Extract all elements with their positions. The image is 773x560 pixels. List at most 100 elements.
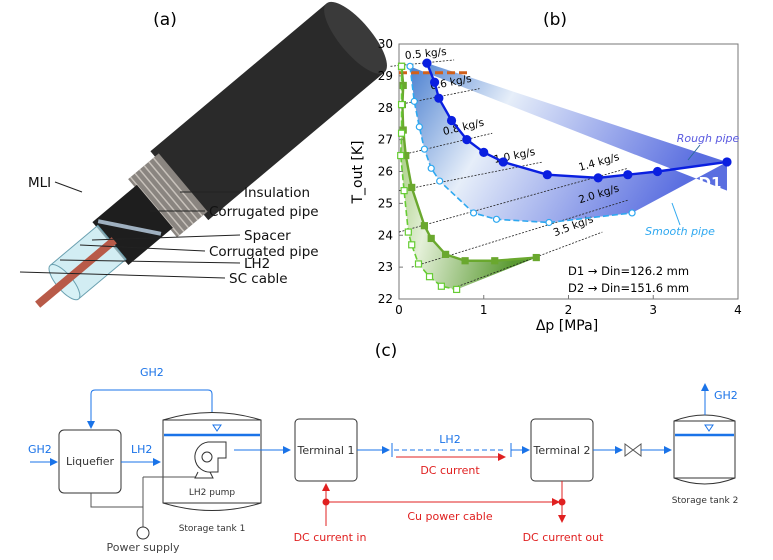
cable-illustration: [35, 1, 387, 308]
data-point: [436, 177, 444, 185]
annotation-d1-diameter: D1 → Din=126.2 mm: [568, 264, 689, 278]
panel-b-label: (b): [543, 10, 567, 30]
gh2-outlet-label: GH2: [714, 389, 738, 402]
callout-sc-cable: SC cable: [229, 271, 288, 287]
callout-corrugated-pipe-outer: Corrugated pipe: [209, 204, 319, 220]
spacer: [97, 219, 162, 236]
gh2-return-label: GH2: [140, 366, 164, 379]
y-axis-label: T_out [K]: [350, 140, 366, 204]
x-tick-label: 3: [649, 303, 657, 317]
mass-flow-label: 0.5 kg/s: [404, 46, 447, 62]
data-point: [420, 145, 429, 153]
y-tick-label: 26: [378, 165, 393, 179]
data-point: [437, 282, 445, 290]
series-line-1: [409, 66, 633, 224]
mass-flow-label: 1.4 kg/s: [577, 151, 620, 174]
data-point: [400, 187, 408, 195]
data-point: [492, 215, 501, 223]
liquefier-box: [58, 429, 122, 494]
lh2-pump-label: LH2 pump: [189, 488, 236, 498]
y-tick-label: 28: [378, 101, 393, 115]
annotation-d2-diameter: D2 → Din=151.6 mm: [568, 281, 689, 295]
y-tick-label: 30: [378, 37, 393, 51]
x-tick-label: 4: [734, 303, 742, 317]
data-point: [425, 273, 434, 281]
data-point: [542, 170, 552, 180]
storage-tank-2-label: Storage tank 2: [672, 496, 739, 506]
data-point: [498, 157, 508, 167]
data-point: [415, 123, 423, 131]
data-point: [532, 253, 540, 262]
mass-flow-line: [453, 231, 603, 289]
lh2-line-label: LH2: [439, 433, 460, 446]
x-axis-label: Δp [MPa]: [536, 318, 598, 334]
data-point: [722, 157, 732, 167]
data-point: [397, 129, 406, 137]
dc-current-out-label: DC current out: [523, 531, 605, 544]
terminal-1-label: Terminal 1: [297, 444, 355, 457]
rough-pipe-pointer: [687, 144, 701, 161]
valve-icon: [624, 443, 642, 457]
data-point: [408, 183, 416, 192]
pump-icon: [194, 441, 227, 479]
terminal-1-box: [294, 418, 358, 482]
terminal-2-label: Terminal 2: [533, 444, 591, 457]
annotation-d2: D2: [507, 267, 530, 285]
x-tick-label: 0: [395, 303, 403, 317]
data-point: [623, 170, 633, 180]
y-tick-label: 22: [378, 292, 393, 306]
dc-current-label: DC current: [420, 464, 480, 477]
mass-flow-line: [411, 199, 628, 268]
data-point: [427, 234, 435, 243]
d1-band: [410, 63, 727, 223]
data-point: [420, 222, 429, 230]
data-point: [453, 285, 461, 294]
data-point: [461, 257, 469, 265]
storage-tank-1-label: Storage tank 1: [179, 524, 246, 534]
callout-lh2: LH2: [244, 256, 270, 272]
x-tick-label: 1: [480, 303, 488, 317]
data-point: [397, 100, 406, 109]
gh2-return-line: [87, 389, 213, 429]
smooth-pipe-pointer: [671, 202, 681, 226]
lh2-label: LH2: [131, 443, 152, 456]
y-tick-label: 23: [378, 260, 393, 274]
data-point: [404, 228, 412, 236]
mass-flow-line: [398, 167, 628, 233]
panel-a-label: (a): [153, 10, 177, 30]
data-point: [414, 260, 423, 268]
liquid-level-icon: [212, 424, 222, 432]
x-tick-label: 2: [565, 303, 573, 317]
data-point: [491, 257, 499, 265]
data-point: [469, 209, 478, 217]
data-point: [397, 151, 405, 160]
annotation-d1: D1: [699, 174, 722, 192]
annotation-smooth-pipe: Smooth pipe: [645, 225, 715, 238]
gh2-inlet-label: GH2: [28, 443, 52, 456]
storage-tank-1: [162, 412, 262, 511]
data-point: [593, 173, 603, 183]
callout-insulation: Insulation: [244, 185, 310, 201]
power-supply-label: Power supply: [107, 541, 180, 554]
callout-corrugated-pipe-inner: Corrugated pipe: [209, 244, 319, 260]
mass-flow-line: [398, 132, 493, 156]
liquefier-label: Liquefier: [66, 455, 115, 468]
data-point: [397, 62, 406, 70]
data-point: [410, 97, 418, 105]
cu-power-cable-label: Cu power cable: [407, 510, 492, 523]
y-tick-label: 24: [378, 228, 393, 242]
liquid-level-icon-2: [704, 424, 714, 432]
power-supply-icon: [136, 526, 150, 540]
panel-a: (a) MLI Insulation Corrugated p: [19, 1, 387, 308]
dc-current-in-label: DC current in: [294, 531, 367, 544]
data-point: [429, 77, 440, 87]
data-point: [479, 147, 489, 157]
data-point: [442, 250, 450, 258]
terminal-2-box: [530, 418, 594, 482]
data-point: [462, 135, 472, 145]
data-point: [545, 218, 553, 227]
storage-tank-2: [673, 414, 736, 485]
data-point: [652, 166, 663, 177]
y-tick-label: 29: [378, 69, 393, 83]
